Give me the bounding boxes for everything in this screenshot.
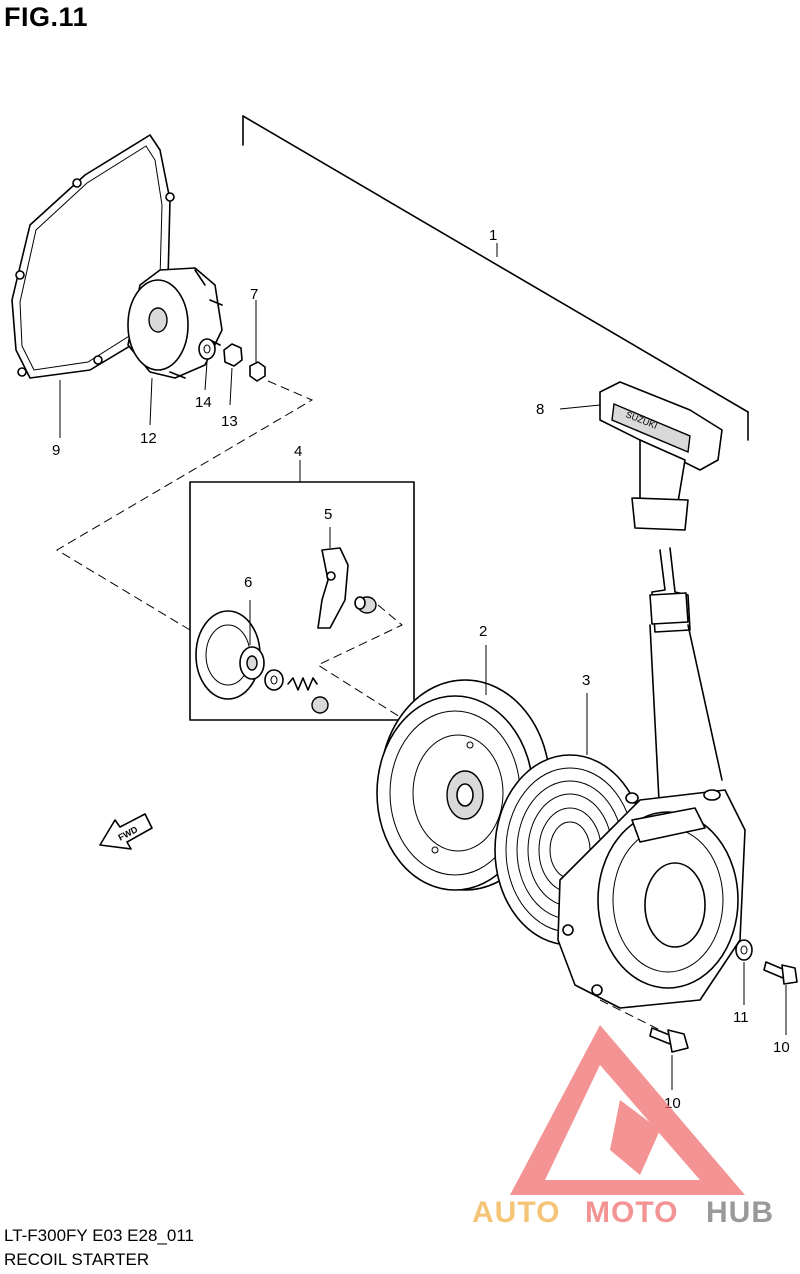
watermark-triangle-icon [510, 1025, 745, 1195]
watermark-text-auto: AUTO [472, 1196, 560, 1229]
callout-8: 8 [536, 401, 544, 418]
figure-title: FIG.11 [4, 2, 89, 32]
ratchet-kit-box [189, 460, 415, 721]
watermark-logo: AUTO MOTO HUB [472, 1025, 774, 1229]
callout-2: 2 [479, 623, 487, 640]
callout-11: 11 [733, 1009, 749, 1026]
ratchet-pawl-part [317, 527, 349, 629]
assembly-bracket-1 [242, 115, 749, 441]
callout-12: 12 [140, 430, 157, 447]
callout-1: 1 [489, 227, 497, 244]
callout-6: 6 [244, 574, 252, 591]
callout-4: 4 [294, 443, 302, 460]
nut-13 [223, 343, 243, 367]
watermark-text-moto: MOTO [585, 1196, 678, 1229]
callout-10-right: 10 [773, 1039, 790, 1056]
fwd-arrow-icon: FWD [99, 813, 153, 850]
bolts-washer-set [649, 939, 798, 1090]
callout-13: 13 [221, 413, 238, 430]
watermark-text-hub: HUB [706, 1196, 774, 1229]
starter-handle-part: SUZUKI [559, 381, 723, 531]
model-code-label: LT-F300FY E03 E28_011 [4, 1226, 194, 1245]
callout-3: 3 [582, 672, 590, 689]
washer-11 [735, 939, 753, 961]
assembly-name-label: RECOIL STARTER [4, 1250, 150, 1269]
callout-14: 14 [195, 394, 212, 411]
starter-drum-part [127, 267, 223, 379]
dashed-leaders [56, 380, 661, 1031]
washer-14 [198, 338, 216, 360]
callout-7: 7 [250, 286, 258, 303]
callout-9: 9 [52, 442, 60, 459]
friction-plate-part [195, 600, 265, 700]
callout-leaders [59, 243, 498, 438]
nut-7 [249, 361, 266, 382]
spring-set [264, 669, 329, 714]
starter-case-part [557, 547, 746, 1009]
washer-nut-set [198, 338, 266, 382]
pin-part [354, 596, 377, 614]
callout-5: 5 [324, 506, 332, 523]
